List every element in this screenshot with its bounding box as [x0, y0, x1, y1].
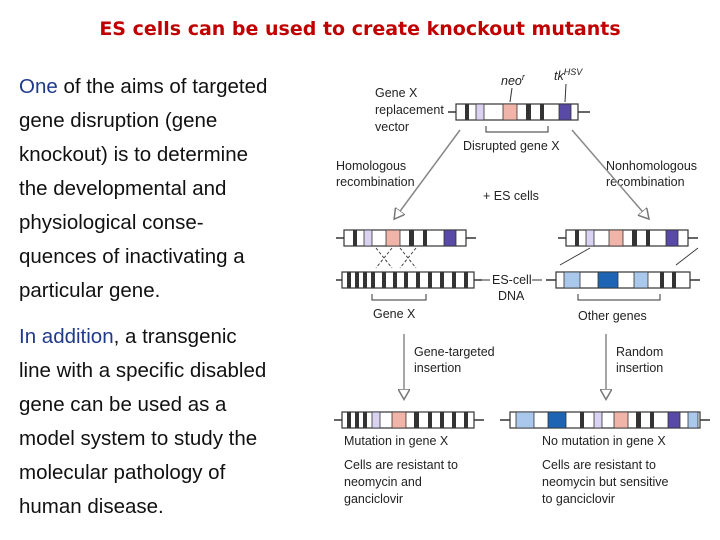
vector-label-2: replacement — [375, 103, 444, 117]
text-line: quences of inactivating a — [19, 245, 245, 268]
other-genes-label: Other genes — [578, 309, 647, 323]
text-line: human disease. — [19, 495, 164, 518]
text-line: knockout) is to determine — [19, 143, 249, 166]
nonhomologous-label-1: Nonhomologous — [606, 159, 697, 173]
neo-block — [502, 103, 518, 121]
crossover-lines — [375, 247, 417, 269]
text-line: of the aims of targeted — [57, 75, 268, 98]
paragraph-2: In addition, a transgenic line with a sp… — [19, 320, 319, 524]
gene-targeted-label-1: Gene-targeted — [414, 345, 495, 359]
random-insertion-chromosome — [500, 411, 710, 429]
left-result-heading: Mutation in gene X — [344, 434, 449, 448]
text-line: physiological conse- — [19, 211, 204, 234]
text-line: gene can be used as a — [19, 393, 227, 416]
vector-chromosome — [448, 83, 590, 121]
es-cell-dna-label-2: DNA — [498, 289, 525, 303]
text-line: the developmental and — [19, 177, 227, 200]
right-result-line-2: neomycin but sensitive — [542, 475, 669, 489]
body-text: One of the aims of targeted gene disrupt… — [19, 70, 319, 524]
random-label-1: Random — [616, 345, 663, 359]
es-cell-dna-label-1: ES-cell — [492, 273, 532, 287]
text-line: particular gene. — [19, 279, 161, 302]
paragraph-1: One of the aims of targeted gene disrupt… — [19, 70, 319, 308]
es-cells-label: + ES cells — [483, 189, 539, 203]
vector-label-1: Gene X — [375, 86, 418, 100]
slide-title: ES cells can be used to create knockout … — [99, 18, 621, 40]
other-genes-chromosome — [546, 271, 700, 289]
nonhomologous-label-2: recombination — [606, 175, 685, 189]
text-line: molecular pathology of — [19, 461, 226, 484]
arrow-right-diagonal — [571, 129, 648, 218]
text-line: , a transgenic — [113, 325, 237, 348]
gene-x-genomic — [336, 271, 482, 289]
neo-label: neor — [501, 72, 526, 88]
arrow-left-diagonal — [395, 129, 461, 218]
homologous-label-2: recombination — [336, 175, 415, 189]
text-line: line with a specific disabled — [19, 359, 267, 382]
right-result-line-1: Cells are resistant to — [542, 458, 656, 472]
right-result-heading: No mutation in gene X — [542, 434, 666, 448]
paragraph-2-lead: In addition — [19, 325, 114, 348]
tk-label: tkHSV — [554, 67, 583, 83]
gene-x-label: Gene X — [373, 307, 416, 321]
left-result-line-3: ganciclovir — [344, 492, 403, 506]
mutated-gene-x — [334, 411, 484, 429]
homologous-label-1: Homologous — [336, 159, 406, 173]
vector-chromosome-copy-right — [558, 229, 698, 247]
tk-block — [558, 103, 572, 121]
left-result-line-1: Cells are resistant to — [344, 458, 458, 472]
insertion-lines — [559, 247, 699, 266]
left-result-line-2: neomycin and — [344, 475, 422, 489]
vector-label-3: vector — [375, 120, 409, 134]
text-line: model system to study the — [19, 427, 258, 450]
gene-targeted-label-2: insertion — [414, 361, 461, 375]
disrupted-gene-label: Disrupted gene X — [463, 139, 560, 153]
text-line: gene disruption (gene — [19, 109, 218, 132]
paragraph-1-lead: One — [19, 75, 58, 98]
right-result-line-3: to ganciclovir — [542, 492, 615, 506]
random-label-2: insertion — [616, 361, 663, 375]
vector-chromosome-copy — [336, 229, 476, 247]
